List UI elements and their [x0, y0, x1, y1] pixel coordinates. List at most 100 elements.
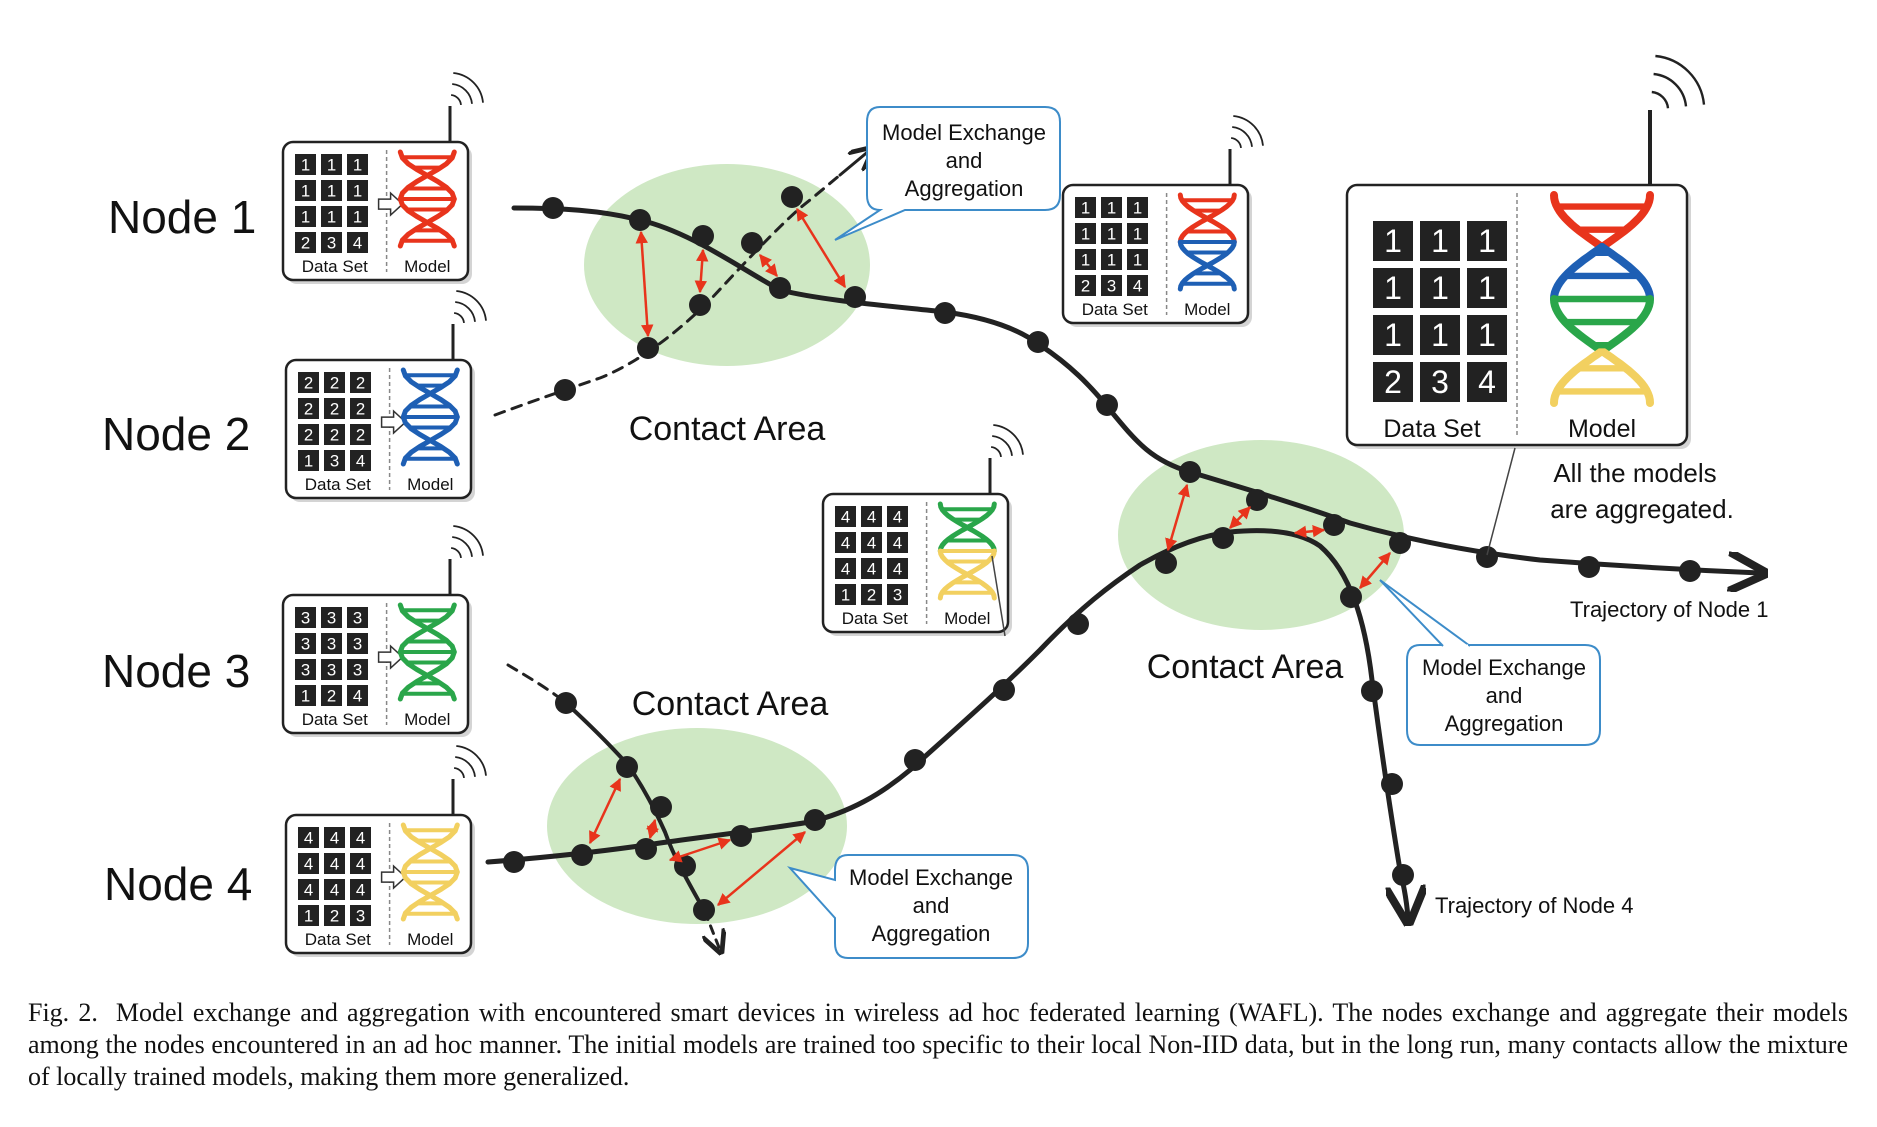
data-cell — [887, 558, 908, 579]
wifi-signal-icon — [1232, 126, 1253, 147]
data-cell — [835, 584, 856, 605]
data-cell-value: 4 — [353, 686, 362, 705]
helix-strand — [1550, 347, 1606, 407]
svg-text:Aggregation: Aggregation — [872, 921, 991, 946]
data-cell — [298, 853, 319, 874]
traj-dot — [1389, 532, 1411, 554]
data-cell-value: 2 — [330, 399, 339, 418]
exchange-arrow — [759, 254, 778, 277]
traj-dot — [1340, 586, 1362, 608]
svg-text:Aggregation: Aggregation — [905, 176, 1024, 201]
data-cell-value: 1 — [841, 585, 850, 604]
data-cell-value: 3 — [330, 451, 339, 470]
data-cell-value: 1 — [1384, 223, 1402, 259]
data-cell — [324, 827, 345, 848]
data-cell — [1467, 221, 1507, 261]
data-cell-value: 4 — [356, 854, 365, 873]
data-cell — [347, 206, 368, 227]
traj-dot — [1679, 560, 1701, 582]
exchange-arrow — [1229, 506, 1251, 529]
model-label: Model — [1184, 300, 1230, 319]
data-cell-value: 4 — [893, 507, 902, 526]
wifi-signal-icon — [1233, 115, 1264, 146]
data-cell — [298, 424, 319, 445]
dataset-label: Data Set — [842, 609, 908, 628]
model-label: Model — [944, 609, 990, 628]
traj-dot — [571, 844, 593, 866]
svg-text:and: and — [913, 893, 950, 918]
traj-dot — [844, 286, 866, 308]
data-cell-value: 4 — [841, 533, 850, 552]
data-cell-value: 4 — [330, 854, 339, 873]
data-cell — [350, 372, 371, 393]
data-cell — [350, 424, 371, 445]
wifi-signal-icon — [990, 446, 1002, 458]
data-cell — [324, 905, 345, 926]
data-cell — [298, 879, 319, 900]
data-cell-value: 4 — [330, 880, 339, 899]
traj-dot — [692, 225, 714, 247]
data-cell-value: 1 — [1431, 270, 1449, 306]
data-cell — [295, 232, 316, 253]
dataset-label: Data Set — [1082, 300, 1148, 319]
helix-strand — [937, 501, 997, 554]
traj-dot — [1212, 527, 1234, 549]
leader-line — [991, 555, 1006, 637]
data-cell — [350, 879, 371, 900]
traj-dot — [554, 379, 576, 401]
dataset-label: Data Set — [302, 257, 368, 276]
exchange-arrow — [795, 207, 847, 289]
model-label: Model — [407, 475, 453, 494]
train-arrow-icon — [380, 409, 407, 435]
contact-area-label: Contact Area — [632, 685, 829, 723]
data-cell — [835, 506, 856, 527]
traj-dot — [1323, 514, 1345, 536]
data-cell — [347, 659, 368, 680]
data-cell-value: 2 — [327, 686, 336, 705]
data-cell — [321, 685, 342, 706]
data-cell — [1420, 268, 1460, 308]
data-cell — [347, 154, 368, 175]
data-cell-value: 1 — [327, 155, 336, 174]
data-cell-value: 1 — [327, 181, 336, 200]
helix-strand — [1177, 239, 1237, 292]
wifi-signal-icon — [1655, 54, 1706, 105]
helix-strand — [1550, 191, 1606, 251]
data-cell-value: 1 — [301, 686, 310, 705]
traj-dot — [650, 796, 672, 818]
traj-dot — [769, 277, 791, 299]
data-cell — [887, 584, 908, 605]
data-cell-value: 4 — [1478, 364, 1496, 400]
data-cell-value: 3 — [327, 634, 336, 653]
data-cell — [1373, 362, 1413, 402]
wifi-signal-icon — [993, 424, 1024, 455]
data-cell-value: 1 — [301, 207, 310, 226]
data-cell — [1467, 315, 1507, 355]
dataset-label: Data Set — [302, 710, 368, 729]
data-cell — [321, 154, 342, 175]
data-cell — [1420, 362, 1460, 402]
traj-dot — [693, 899, 715, 921]
data-cell — [835, 558, 856, 579]
data-cell-value: 3 — [353, 660, 362, 679]
contact-area-1 — [584, 164, 870, 366]
data-cell — [295, 633, 316, 654]
data-cell — [1075, 197, 1096, 218]
wafl-diagram: Contact Area Contact Area Contact Area N… — [102, 54, 1877, 959]
data-cell-value: 2 — [867, 585, 876, 604]
data-cell — [1101, 197, 1122, 218]
data-cell — [1420, 221, 1460, 261]
traj-dot — [1179, 461, 1201, 483]
data-cell — [1075, 275, 1096, 296]
wifi-signal-icon — [453, 72, 484, 103]
traj-dot — [542, 197, 564, 219]
contact-area-label: Contact Area — [629, 410, 826, 448]
data-cell — [835, 532, 856, 553]
traj-dot — [1246, 489, 1268, 511]
data-cell — [1127, 223, 1148, 244]
train-arrow-icon — [380, 864, 407, 890]
data-cell — [347, 685, 368, 706]
